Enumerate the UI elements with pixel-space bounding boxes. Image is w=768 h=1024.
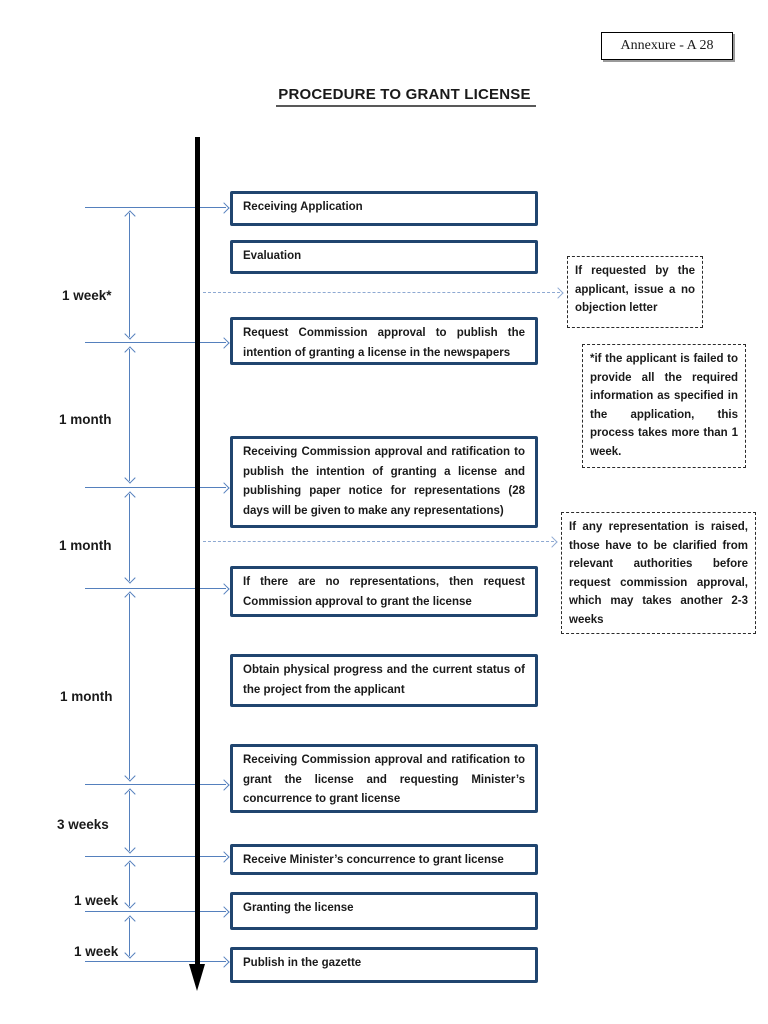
duration-span-arrow (129, 349, 130, 481)
arrow-right-icon (218, 201, 230, 214)
step-connector-arrow (85, 582, 230, 595)
duration-label: 1 month (59, 412, 112, 427)
page-title-text: PROCEDURE TO GRANT LICENSE (276, 86, 536, 107)
duration-span-arrow (129, 213, 130, 337)
step-connector-arrow (85, 201, 230, 214)
annexure-label: Annexure - A 28 (620, 38, 714, 53)
step-connector-arrow (85, 850, 230, 863)
step-box-no-representations-request-approval: If there are no representations, then re… (230, 566, 538, 617)
arrow-right-icon (218, 481, 230, 494)
annexure-box: Annexure - A 28 (601, 32, 733, 60)
step-connector-arrow (85, 778, 230, 791)
note-connector-dashed-arrow (203, 535, 558, 548)
duration-span-arrow (129, 791, 130, 851)
duration-span-arrow (129, 918, 130, 956)
step-connector-arrow (85, 905, 230, 918)
note-representation-clarification: If any representation is raised, those h… (561, 512, 756, 634)
step-connector-arrow (85, 336, 230, 349)
arrow-right-icon (218, 850, 230, 863)
duration-label: 1 week (74, 944, 119, 959)
duration-label: 1 month (59, 538, 112, 553)
note-connector-dashed-arrow (203, 286, 564, 299)
arrow-right-icon (218, 778, 230, 791)
step-connector-arrow (85, 955, 230, 968)
duration-label: 3 weeks (57, 817, 109, 832)
page-title: PROCEDURE TO GRANT LICENSE (44, 86, 768, 107)
step-box-granting-license: Granting the license (230, 892, 538, 930)
arrow-right-icon (218, 336, 230, 349)
step-box-receive-approval-publish-notice: Receiving Commission approval and ratifi… (230, 436, 538, 528)
duration-label: 1 month (60, 689, 113, 704)
duration-span-arrow (129, 494, 130, 581)
arrow-right-icon (552, 286, 564, 299)
step-box-approval-ratification-grant: Receiving Commission approval and ratifi… (230, 744, 538, 813)
duration-span-arrow (129, 594, 130, 779)
step-box-obtain-physical-progress: Obtain physical progress and the current… (230, 654, 538, 707)
arrow-right-icon (218, 955, 230, 968)
step-box-receiving-application: Receiving Application (230, 191, 538, 226)
arrow-right-icon (546, 535, 558, 548)
step-box-evaluation: Evaluation (230, 240, 538, 274)
note-incomplete-application: *if the applicant is failed to provide a… (582, 344, 746, 468)
duration-label: 1 week* (62, 288, 112, 303)
step-connector-arrow (85, 481, 230, 494)
arrow-right-icon (218, 582, 230, 595)
note-no-objection: If requested by the applicant, issue a n… (567, 256, 703, 328)
duration-label: 1 week (74, 893, 119, 908)
step-box-publish-gazette: Publish in the gazette (230, 947, 538, 983)
timeline-arrowhead-icon (189, 964, 205, 991)
duration-span-arrow (129, 863, 130, 906)
step-box-request-commission-approval-publish: Request Commission approval to publish t… (230, 317, 538, 365)
timeline-line (195, 137, 200, 966)
arrow-right-icon (218, 905, 230, 918)
step-box-receive-ministers-concurrence: Receive Minister’s concurrence to grant … (230, 844, 538, 875)
